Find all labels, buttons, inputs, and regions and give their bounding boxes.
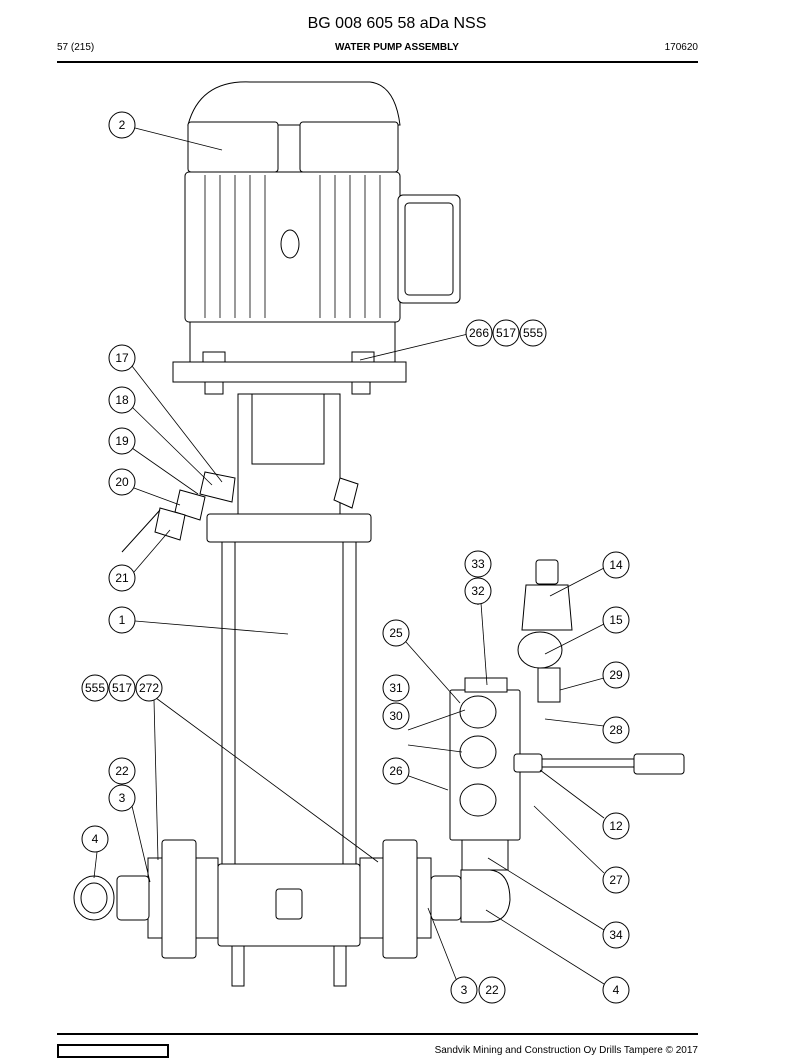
sensor-cable: [513, 753, 685, 775]
callout-22-bottom: 22: [478, 976, 506, 1004]
callout-555: 555: [519, 319, 547, 347]
coupling-housing: [206, 393, 372, 543]
header-rule: [57, 61, 698, 63]
callout-20: 20: [108, 468, 136, 496]
callout-555-left: 555: [81, 674, 109, 702]
inlet-pipe: [73, 839, 219, 959]
callout-31: 31: [382, 674, 410, 702]
callout-22: 22: [108, 757, 136, 785]
svg-text:25: 25: [389, 626, 403, 640]
footer-rule: [57, 1033, 698, 1035]
section-title: WATER PUMP ASSEMBLY: [335, 42, 459, 53]
callout-517: 517: [492, 319, 520, 347]
svg-text:555: 555: [523, 326, 543, 340]
footer-copyright: Sandvik Mining and Construction Oy Drill…: [434, 1045, 698, 1056]
callout-272: 272: [135, 674, 163, 702]
mounting-plate: [172, 351, 407, 395]
callout-17: 17: [108, 344, 136, 372]
document-title: BG 008 605 58 aDa NSS: [307, 15, 487, 32]
callout-3-bottom: 3: [450, 976, 478, 1004]
svg-text:33: 33: [471, 557, 485, 571]
svg-text:20: 20: [115, 475, 129, 489]
svg-text:34: 34: [609, 928, 623, 942]
svg-text:22: 22: [115, 764, 129, 778]
drain-cock: [121, 471, 359, 553]
svg-text:266: 266: [469, 326, 489, 340]
svg-text:27: 27: [609, 873, 623, 887]
svg-text:272: 272: [139, 681, 159, 695]
svg-text:4: 4: [613, 983, 620, 997]
callout-18: 18: [108, 386, 136, 414]
callout-29: 29: [602, 661, 630, 689]
leader-lines: [93, 127, 605, 985]
outlet-pipe: [359, 839, 511, 959]
relief-valve: [517, 559, 573, 703]
svg-text:555: 555: [85, 681, 105, 695]
svg-text:15: 15: [609, 613, 623, 627]
callout-1: 1: [108, 606, 136, 634]
motor: [184, 81, 461, 363]
svg-text:21: 21: [115, 571, 129, 585]
callout-30: 30: [382, 702, 410, 730]
svg-text:31: 31: [389, 681, 403, 695]
pump-body: [217, 541, 361, 987]
callout-28: 28: [602, 716, 630, 744]
callout-266: 266: [465, 319, 493, 347]
company-logo: [57, 1044, 169, 1058]
callout-33: 33: [464, 550, 492, 578]
svg-text:517: 517: [112, 681, 132, 695]
callout-12: 12: [602, 812, 630, 840]
callout-14: 14: [602, 551, 630, 579]
callout-517-left: 517: [108, 674, 136, 702]
callout-27: 27: [602, 866, 630, 894]
svg-text:32: 32: [471, 584, 485, 598]
svg-text:18: 18: [115, 393, 129, 407]
svg-text:19: 19: [115, 434, 129, 448]
svg-text:1: 1: [119, 613, 126, 627]
svg-text:17: 17: [115, 351, 129, 365]
svg-text:12: 12: [609, 819, 623, 833]
svg-text:26: 26: [389, 764, 403, 778]
svg-text:2: 2: [119, 118, 126, 132]
callout-4-bottom: 4: [602, 976, 630, 1004]
svg-text:4: 4: [92, 832, 99, 846]
svg-text:3: 3: [461, 983, 468, 997]
callout-34: 34: [602, 921, 630, 949]
svg-text:3: 3: [119, 791, 126, 805]
callout-15: 15: [602, 606, 630, 634]
callout-3: 3: [108, 784, 136, 812]
callout-25: 25: [382, 619, 410, 647]
svg-text:28: 28: [609, 723, 623, 737]
callout-4: 4: [81, 825, 109, 853]
page-number: 57 (215): [57, 42, 95, 53]
svg-text:517: 517: [496, 326, 516, 340]
callout-2: 2: [108, 111, 136, 139]
callout-26: 26: [382, 757, 410, 785]
callout-21: 21: [108, 564, 136, 592]
svg-text:22: 22: [485, 983, 499, 997]
document-code: 170620: [664, 42, 698, 53]
valve-block: [449, 677, 521, 871]
svg-text:14: 14: [609, 558, 623, 572]
svg-text:30: 30: [389, 709, 403, 723]
callout-19: 19: [108, 427, 136, 455]
callout-32: 32: [464, 577, 492, 605]
svg-text:29: 29: [609, 668, 623, 682]
